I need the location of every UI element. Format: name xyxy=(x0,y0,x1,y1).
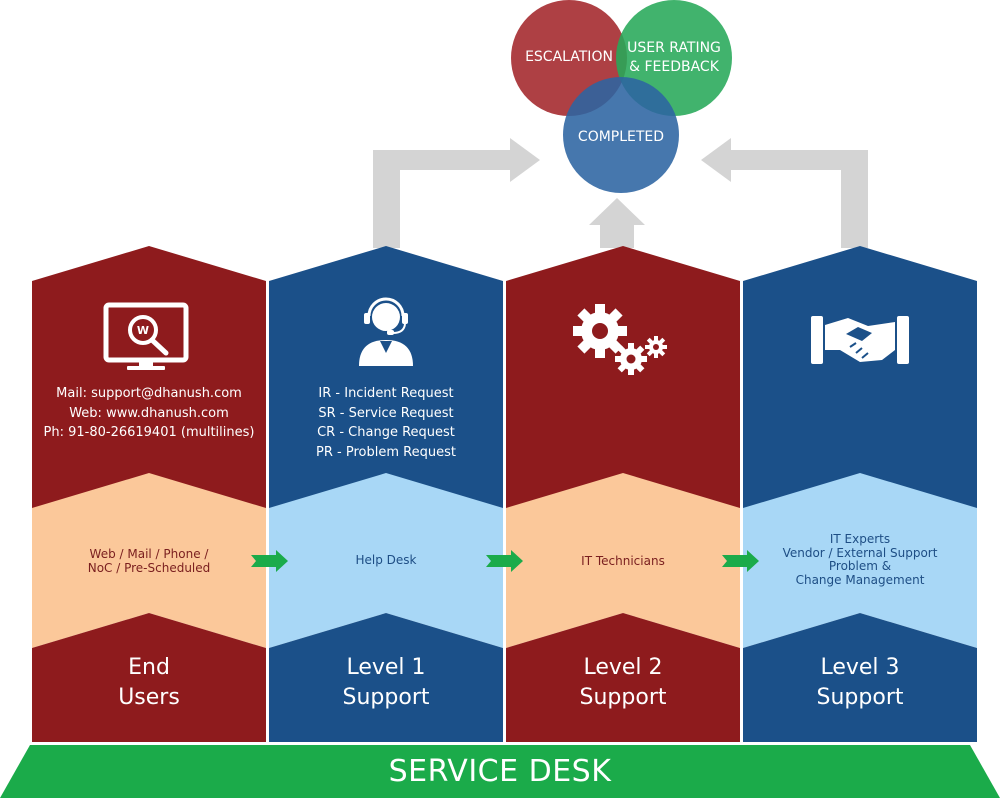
monitor-search-icon: W xyxy=(103,302,189,370)
column-end-users xyxy=(32,246,266,742)
title-line-2: Support xyxy=(342,685,430,710)
service-desk-base xyxy=(0,745,1000,798)
column-bottom-panel xyxy=(269,613,503,742)
level-1-title: Level 1 Support xyxy=(269,653,503,713)
arrow-right-icon xyxy=(486,550,523,572)
level-2-title: Level 2 Support xyxy=(506,653,740,713)
column-top-panel xyxy=(269,246,503,525)
end-users-title: End Users xyxy=(32,653,266,713)
channels-line-1: Web / Mail / Phone / xyxy=(89,547,209,561)
role-line-2: Vendor / External Support xyxy=(782,545,938,560)
title-line-2: Support xyxy=(816,685,904,710)
arrow-level3-to-rating xyxy=(701,138,868,248)
level-2-role: IT Technicians xyxy=(506,554,740,569)
request-type-cr: CR - Change Request xyxy=(317,425,455,440)
escalation-text: ESCALATION xyxy=(525,49,613,65)
level-1-role: Help Desk xyxy=(269,553,503,568)
green-arrows xyxy=(251,550,759,572)
title-line-1: Level 1 xyxy=(346,655,426,680)
service-desk-title: SERVICE DESK xyxy=(0,755,1000,789)
contact-web: Web: www.dhanush.com xyxy=(69,405,229,421)
contact-mail: Mail: support@dhanush.com xyxy=(56,386,242,401)
column-middle-band xyxy=(32,473,266,648)
rating-text-line-2: & FEEDBACK xyxy=(629,59,719,75)
completed-circle xyxy=(563,77,679,193)
end-users-contact-info: Mail: support@dhanush.com Web: www.dhanu… xyxy=(32,384,266,443)
venn-diagram xyxy=(511,0,732,193)
column-top-panel xyxy=(32,246,266,525)
title-line-1: Level 3 xyxy=(820,655,900,680)
column-top-panel xyxy=(743,246,977,525)
request-type-ir: IR - Incident Request xyxy=(318,386,454,401)
service-desk-text: SERVICE DESK xyxy=(388,754,612,789)
column-middle-band xyxy=(743,473,977,648)
role-line-1: IT Experts xyxy=(829,532,891,546)
arrow-level1-to-escalation xyxy=(373,138,540,248)
role-line-1: IT Technicians xyxy=(581,554,665,568)
arrow-right-icon xyxy=(722,550,759,572)
title-line-2: Users xyxy=(118,685,180,710)
level-3-title: Level 3 Support xyxy=(743,653,977,713)
arrow-level2-to-completed xyxy=(589,198,645,248)
title-line-1: Level 2 xyxy=(583,655,663,680)
column-middle-band xyxy=(506,473,740,648)
escalation-label: ESCALATION xyxy=(509,48,629,67)
gears-icon xyxy=(573,304,667,375)
role-line-3: Problem & xyxy=(828,559,892,573)
level-1-request-types: IR - Incident Request SR - Service Reque… xyxy=(269,384,503,462)
title-line-2: Support xyxy=(579,685,667,710)
end-users-channels: Web / Mail / Phone / NoC / Pre-Scheduled xyxy=(32,547,266,575)
request-type-sr: SR - Service Request xyxy=(318,405,454,421)
title-line-1: End xyxy=(128,655,170,680)
channels-line-2: NoC / Pre-Scheduled xyxy=(87,560,211,575)
column-bottom-panel xyxy=(32,613,266,742)
column-bottom-panel xyxy=(506,613,740,742)
svg-text:W: W xyxy=(137,324,149,337)
column-level-2 xyxy=(506,246,740,742)
column-middle-band xyxy=(269,473,503,648)
headset-agent-icon xyxy=(359,297,413,366)
completed-label: COMPLETED xyxy=(561,128,681,147)
handshake-icon xyxy=(811,316,909,364)
column-level-3 xyxy=(743,246,977,742)
rating-label: USER RATING & FEEDBACK xyxy=(614,39,734,77)
role-line-1: Help Desk xyxy=(355,553,417,567)
contact-phone: Ph: 91-80-26619401 (multilines) xyxy=(43,425,255,440)
request-type-pr: PR - Problem Request xyxy=(316,444,456,460)
column-level-1 xyxy=(269,246,503,742)
column-top-panel xyxy=(506,246,740,525)
completed-text: COMPLETED xyxy=(577,129,665,145)
role-line-4: Change Management xyxy=(795,572,925,587)
level-3-roles: IT Experts Vendor / External Support Pro… xyxy=(743,532,977,587)
arrow-right-icon xyxy=(251,550,288,572)
column-bottom-panel xyxy=(743,613,977,742)
rating-text-line-1: USER RATING xyxy=(627,40,721,56)
flow-arrows xyxy=(373,138,868,248)
